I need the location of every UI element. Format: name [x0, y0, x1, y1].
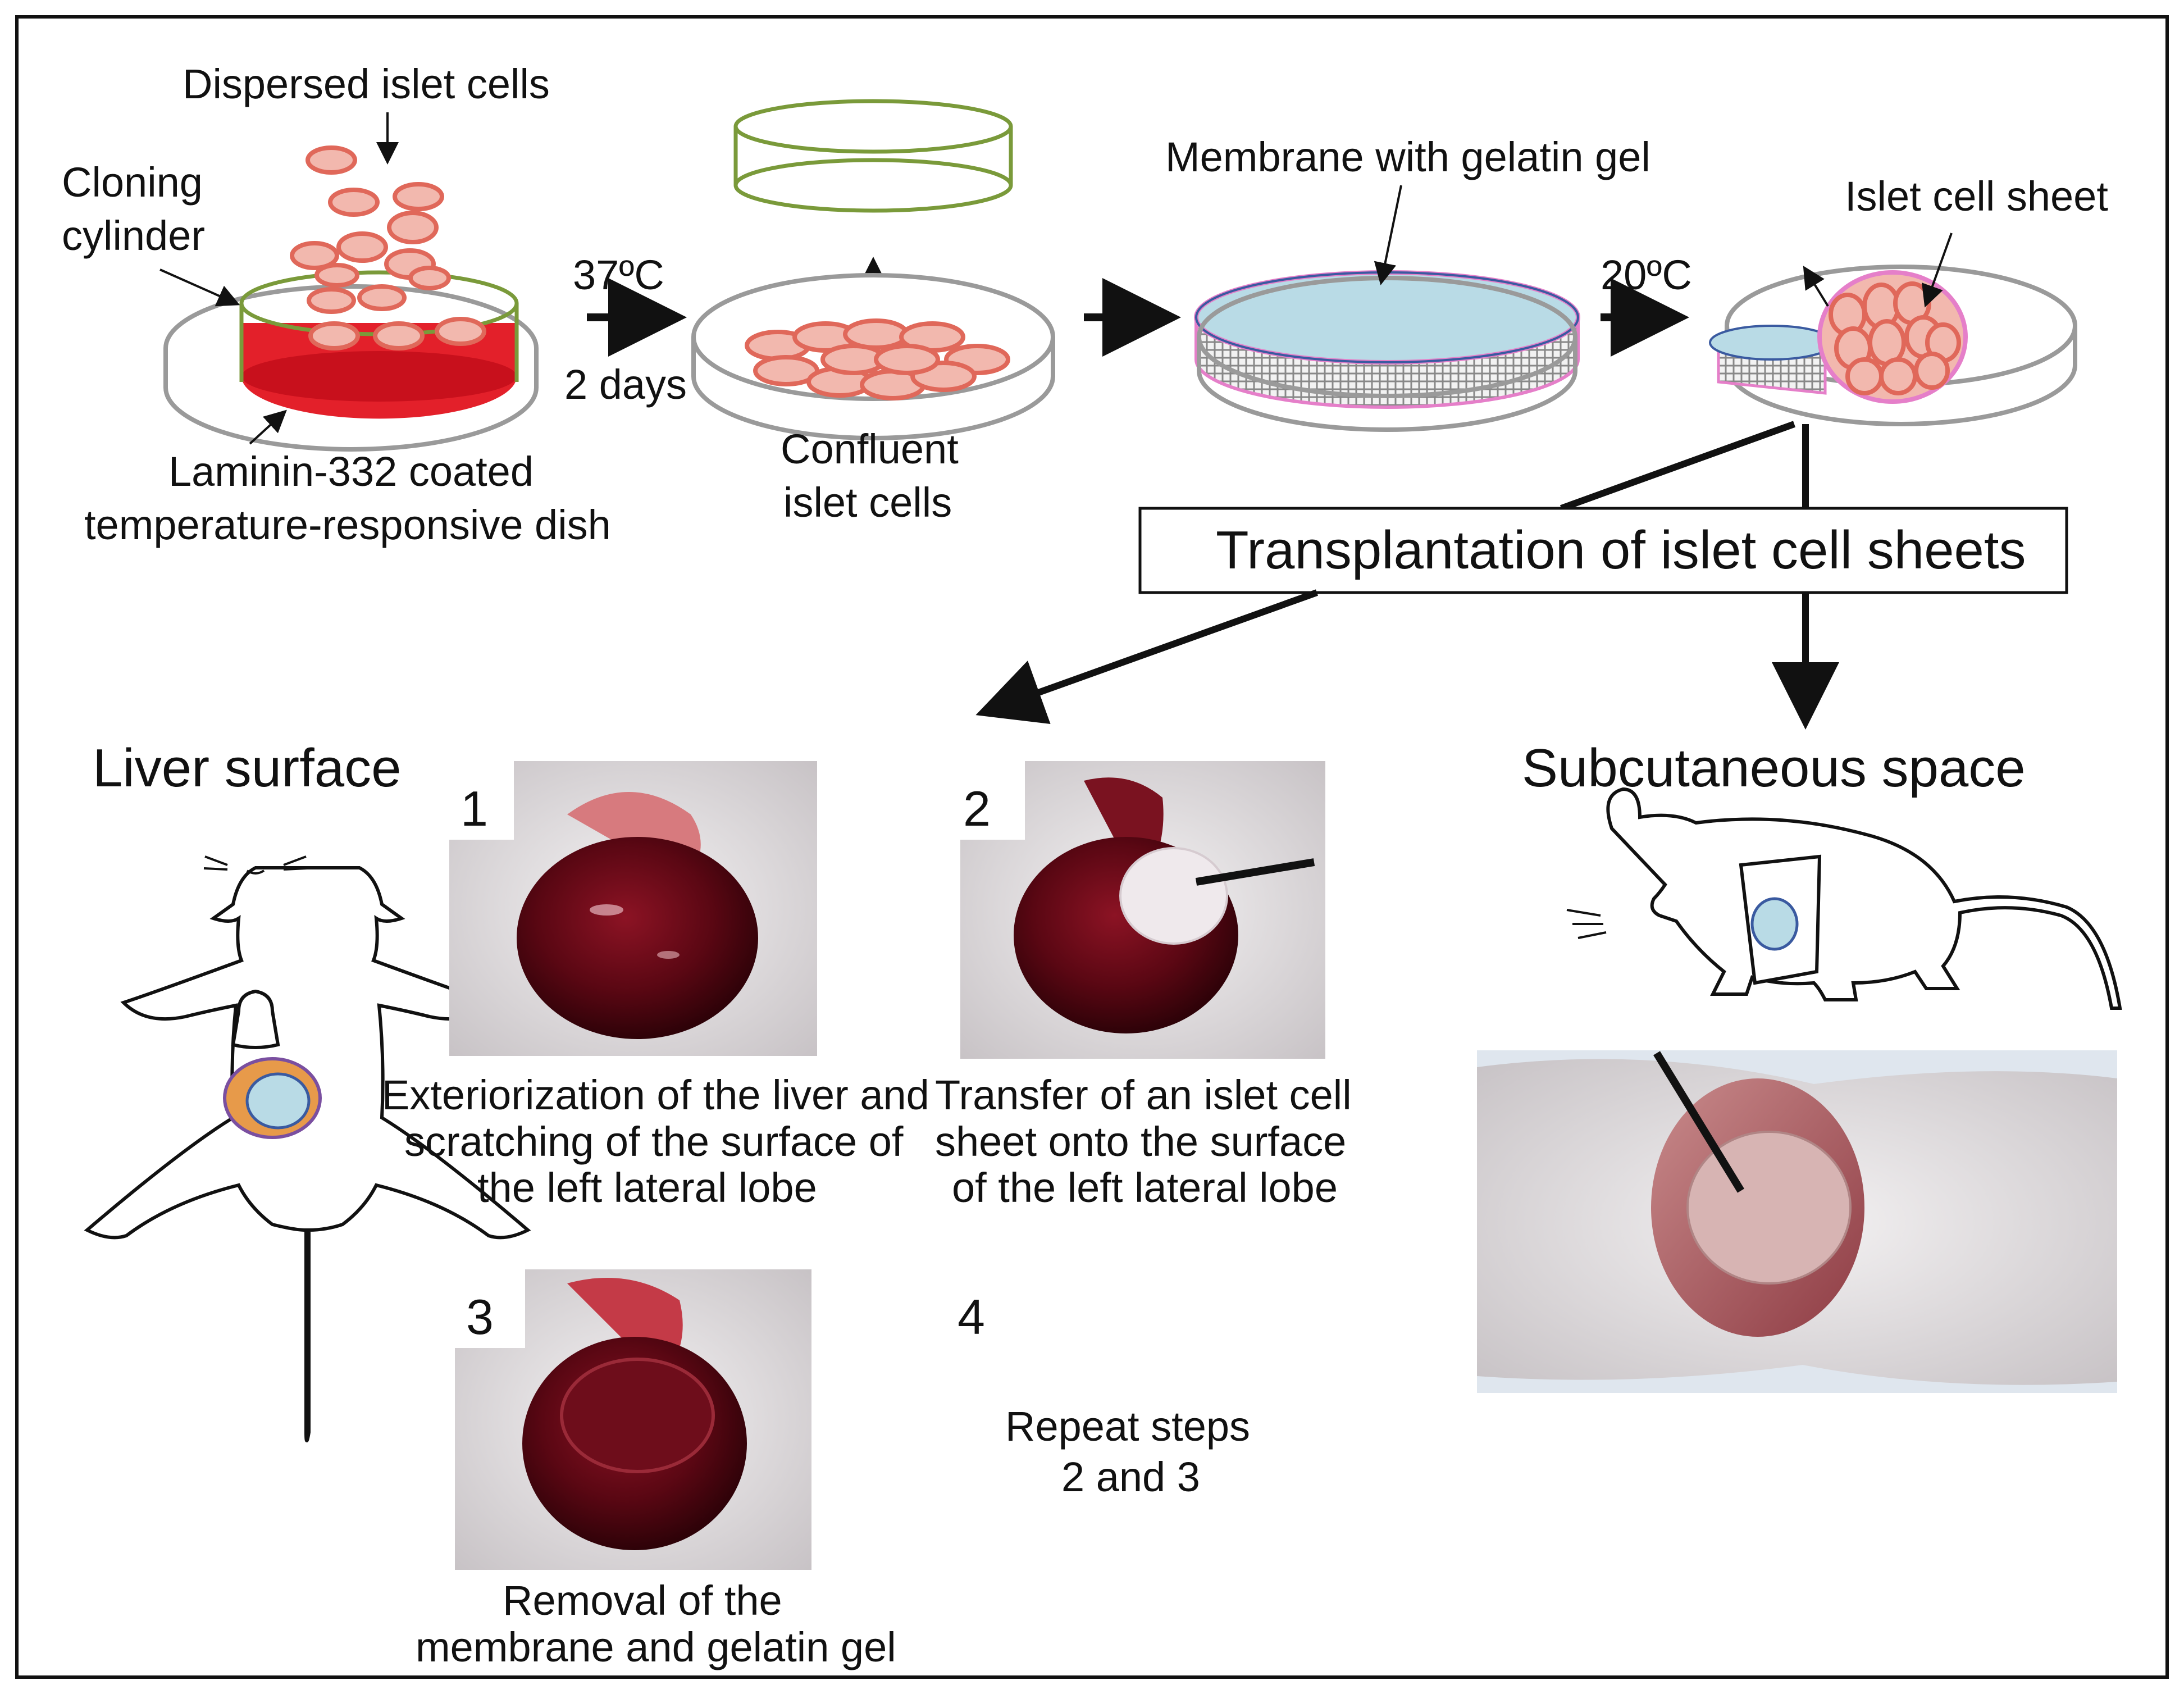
- step-3-number: 3: [466, 1289, 494, 1345]
- step-1-caption-1: Exteriorization of the liver and: [382, 1072, 929, 1118]
- dish-pointer: [249, 409, 287, 445]
- temp-37-label: 37ºC: [573, 252, 664, 298]
- dish-4-cell-sheet: [1709, 265, 2077, 426]
- dish-1-cloning-cylinder: [163, 145, 539, 452]
- cloning-label-1: Cloning: [62, 159, 203, 206]
- confluent-label-1: Confluent: [781, 426, 959, 472]
- transplant-box-label: Transplantation of islet cell sheets: [1216, 520, 2026, 580]
- step-4-number: 4: [958, 1289, 985, 1345]
- dispersed-label: Dispersed islet cells: [183, 61, 550, 107]
- membrane-label: Membrane with gelatin gel: [1165, 134, 1650, 180]
- step-4-caption-1: Repeat steps: [1005, 1403, 1250, 1450]
- step-2-caption-2: sheet onto the surface: [935, 1118, 1346, 1165]
- temp-20-label: 20ºC: [1601, 252, 1692, 298]
- photo-subcutaneous: [1477, 1050, 2117, 1393]
- arrow-to-liver: [975, 589, 1319, 725]
- dish-label-1: Laminin-332 coated: [168, 448, 534, 495]
- step-3-caption-1: Removal of the: [503, 1577, 782, 1624]
- figure-border: [15, 15, 2169, 1679]
- photo-step-2: [960, 761, 1325, 1059]
- days-label: 2 days: [564, 361, 687, 408]
- sheet-label: Islet cell sheet: [1845, 173, 2108, 220]
- transplant-box: [1138, 507, 2068, 594]
- step-2-caption-3: of the left lateral lobe: [952, 1164, 1338, 1211]
- cloning-pointer: [159, 268, 240, 307]
- dish-3-membrane: [1194, 270, 1580, 432]
- step-1-caption-2: scratching of the surface of: [404, 1118, 904, 1165]
- dish-2-confluent: [691, 99, 1055, 440]
- photo-step-1: [449, 761, 817, 1056]
- step-2-number: 2: [963, 781, 991, 836]
- dish-label-2: temperature-responsive dish: [84, 502, 611, 548]
- step-1-number: 1: [460, 781, 488, 836]
- cloning-label-2: cylinder: [62, 212, 205, 259]
- step-3-caption-2: membrane and gelatin gel: [416, 1624, 896, 1670]
- step-4-caption-2: 2 and 3: [1061, 1454, 1200, 1500]
- step-1-caption-3: the left lateral lobe: [477, 1164, 817, 1211]
- step-2-caption-1: Transfer of an islet cell: [935, 1072, 1352, 1118]
- confluent-label-2: islet cells: [783, 479, 952, 526]
- subcutaneous-section-title: Subcutaneous space: [1522, 738, 2026, 798]
- sheet-pointer: [1922, 233, 1953, 308]
- photo-step-3: [455, 1269, 811, 1570]
- branch-line-top: [1560, 421, 1796, 512]
- mouse-side-illustration: [1566, 787, 2122, 1010]
- liver-section-title: Liver surface: [93, 738, 402, 798]
- membrane-pointer: [1374, 185, 1402, 285]
